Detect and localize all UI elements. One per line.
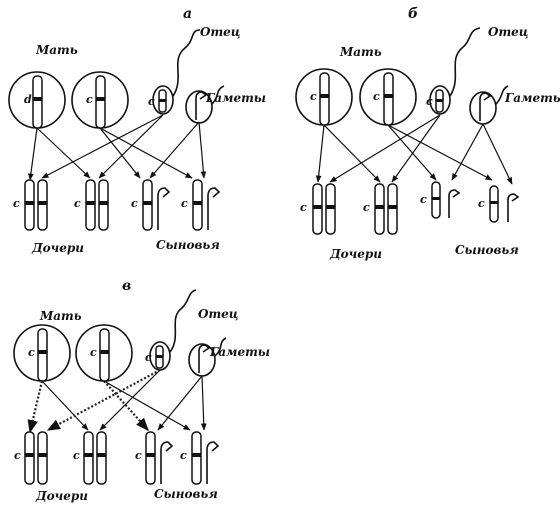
x-chromosome: [99, 328, 110, 382]
gene-label: c: [86, 93, 93, 106]
y-chromosome: [479, 92, 492, 121]
sperm-cell-x: [152, 29, 201, 115]
gene-label: c: [148, 95, 155, 108]
y-chromosome: [195, 91, 208, 120]
x-chromosome: [95, 75, 106, 129]
gene-label: c: [73, 449, 80, 462]
gene-label: d: [24, 93, 32, 106]
centromere: [96, 97, 105, 101]
panel-c: в Мать Отец Гаметы Дочери Сыновья c c c …: [13, 278, 270, 503]
x-chromosome: [32, 75, 43, 129]
sperm-cell-y: [188, 337, 227, 377]
gene-label: c: [90, 346, 97, 359]
panel-b: б Мать Отец Гаметы Дочери Сыновья c c c …: [295, 6, 560, 261]
mother-label: Мать: [339, 45, 382, 59]
sons-label: Сыновья: [154, 487, 218, 501]
gene-label: c: [363, 201, 370, 214]
x-chromosome: [319, 72, 330, 126]
daughters-label: Дочери: [35, 489, 88, 503]
son-y-chromosome: [206, 441, 220, 484]
gene-label: c: [13, 197, 20, 210]
daughter-x-maternal: [24, 431, 35, 485]
gene-label: c: [180, 449, 187, 462]
son-y-chromosome: [448, 189, 461, 218]
gene-label: c: [300, 201, 307, 214]
sperm-cell-y: [185, 85, 225, 124]
gametes-label: Гаметы: [504, 91, 560, 105]
gene-label: c: [478, 197, 485, 210]
gametes-label: Гаметы: [209, 345, 270, 359]
father-label: Отец: [200, 25, 240, 39]
gene-label: c: [426, 95, 433, 108]
panel-a: а Мать Отец Гаметы Дочери Сыновья d c c: [8, 6, 266, 255]
gene-label: c: [14, 449, 21, 462]
x-chromosome: [383, 72, 394, 126]
son-y-chromosome: [160, 441, 174, 484]
son-y-chromosome: [207, 187, 221, 230]
mother-label: Мать: [35, 43, 78, 57]
panel-letter: в: [122, 278, 131, 294]
mother-label: Мать: [39, 309, 82, 323]
sperm-cell-x: [429, 27, 481, 115]
centromere: [33, 97, 42, 101]
y-chromosome: [198, 344, 211, 373]
panel-letter: б: [408, 6, 418, 22]
daughters-label: Дочери: [31, 241, 84, 255]
son-y-chromosome: [507, 193, 520, 222]
son-y-chromosome: [157, 187, 171, 230]
gene-label: c: [131, 197, 138, 210]
son-x-chromosome: [191, 431, 202, 485]
daughters-label: Дочери: [329, 247, 382, 261]
centromere: [159, 99, 166, 102]
gene-label: c: [28, 346, 35, 359]
sperm-cell-y: [469, 85, 509, 125]
daughter-x-paternal: [96, 431, 107, 485]
gene-label: c: [310, 90, 317, 103]
x-chromosome: [37, 328, 48, 382]
daughter-x-paternal: [37, 431, 48, 485]
gene-label: c: [181, 197, 188, 210]
gene-label: c: [135, 449, 142, 462]
gene-label: c: [74, 197, 81, 210]
daughter-x-maternal: [83, 431, 94, 485]
son-x-chromosome: [145, 431, 156, 485]
father-label: Отец: [198, 307, 238, 321]
gametes-label: Гаметы: [205, 91, 266, 105]
gene-label: c: [145, 351, 152, 364]
sperm-cell-x: [149, 289, 197, 371]
sons-label: Сыновья: [455, 243, 519, 257]
sons-label: Сыновья: [156, 238, 220, 252]
father-label: Отец: [488, 25, 528, 39]
panel-letter: а: [183, 6, 192, 22]
gene-label: c: [420, 193, 427, 206]
gene-label: c: [373, 90, 380, 103]
